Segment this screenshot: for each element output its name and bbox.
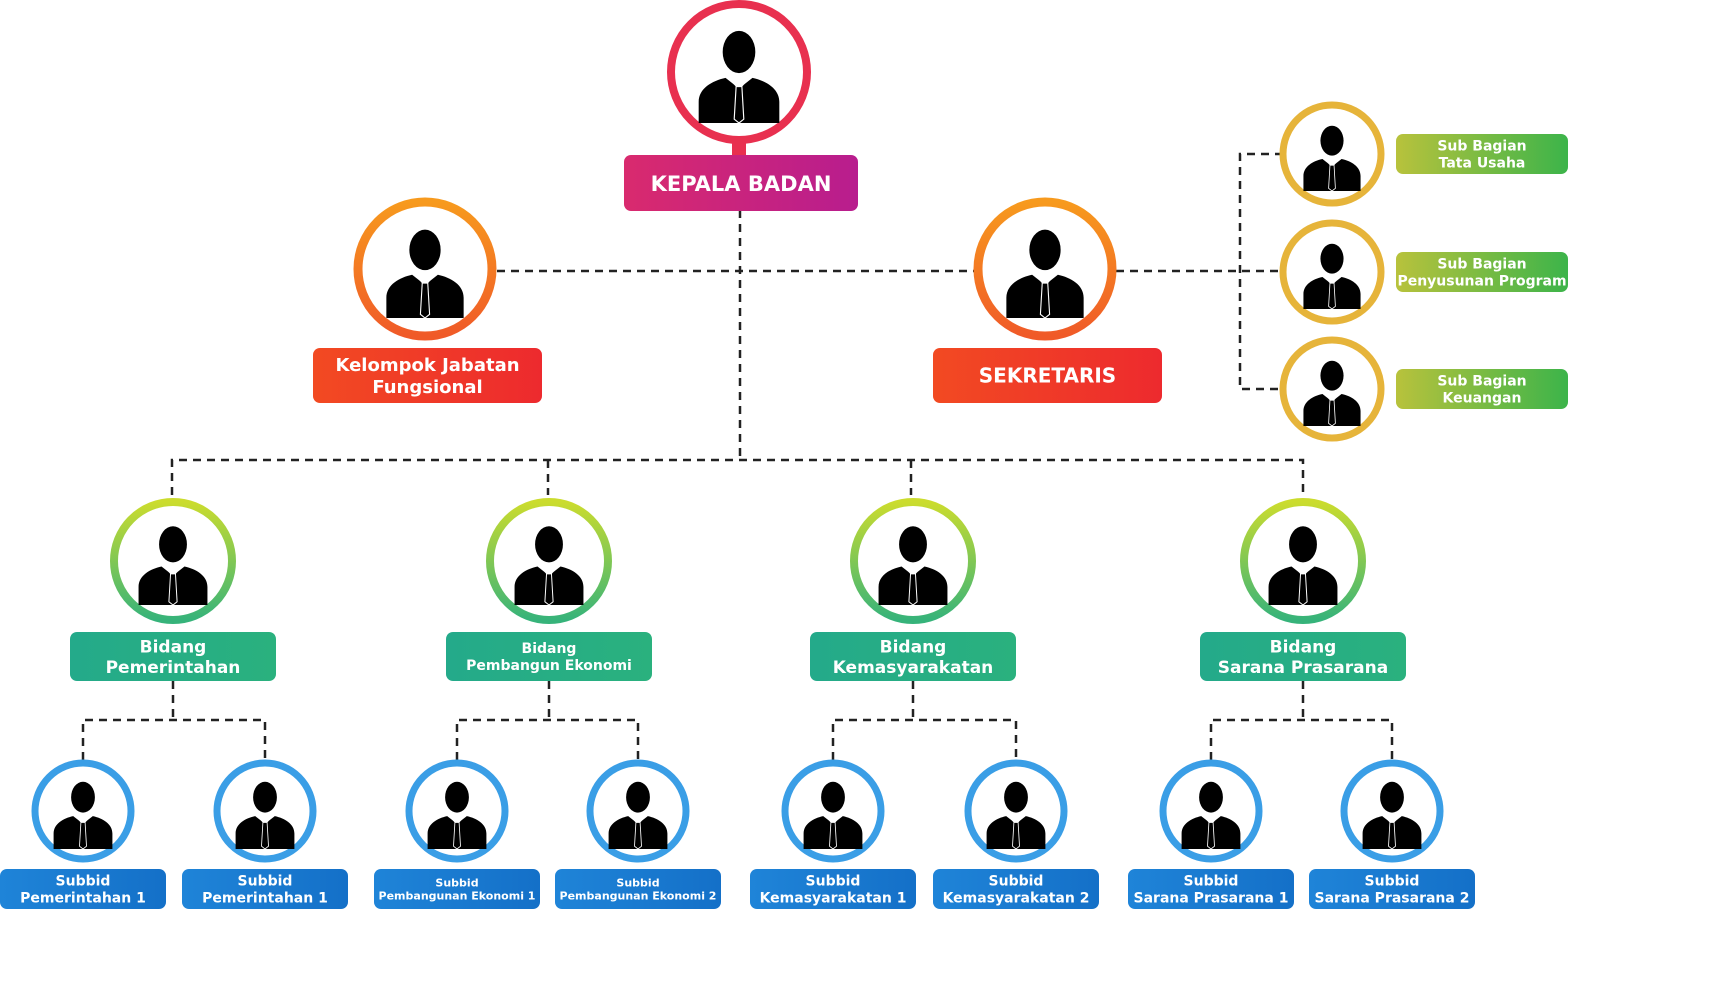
division-label-box [446, 632, 652, 681]
sub-label-box [1396, 134, 1568, 174]
sub-label-text: Sub Bagian [1437, 257, 1526, 273]
connector-line [1238, 152, 1283, 391]
unit-label-text: Sarana Prasarana 1 [1134, 890, 1289, 906]
unit-label-text: Subbid [435, 876, 478, 889]
unit-label-box [933, 869, 1099, 909]
division-label-text: Bidang [522, 641, 577, 657]
unit-label-box [182, 869, 348, 909]
sub-label-text: Penyusunan Program [1397, 273, 1566, 289]
division-label-text: Bidang [880, 637, 947, 657]
division-label-text: Bidang [140, 637, 207, 657]
unit-label-text: Pembangunan Ekonomi 1 [379, 890, 536, 903]
functional-label-box [313, 348, 542, 403]
division-label-text: Pembangun Ekonomi [466, 658, 632, 674]
sub-label-box [1396, 252, 1568, 292]
connector-lines [81, 152, 1394, 760]
unit-label-box [1309, 869, 1475, 909]
unit-label-text: Sarana Prasarana 2 [1315, 890, 1470, 906]
functional-label-text: Kelompok Jabatan [335, 355, 519, 376]
unit-label-box [1128, 869, 1294, 909]
secretary-label-text: SEKRETARIS [979, 364, 1116, 388]
sub-label-text: Sub Bagian [1437, 139, 1526, 155]
sub-label-text: Sub Bagian [1437, 374, 1526, 390]
head-label-text: KEPALA BADAN [651, 172, 832, 196]
unit-label-text: Kemasyarakatan 1 [760, 890, 907, 906]
unit-label-text: Pemerintahan 1 [20, 890, 146, 906]
unit-label-text: Pemerintahan 1 [202, 890, 328, 906]
sub-label-box [1396, 369, 1568, 409]
unit-label-box [555, 869, 721, 909]
unit-label-text: Subbid [1184, 874, 1239, 890]
connector-line [170, 458, 1305, 495]
division-label-text: Bidang [1270, 637, 1337, 657]
unit-label-text: Subbid [1365, 874, 1420, 890]
functional-label-text: Fungsional [372, 377, 482, 398]
secretary-label-box [933, 348, 1162, 403]
division-label-box [810, 632, 1016, 681]
unit-label-text: Subbid [238, 874, 293, 890]
division-label-text: Kemasyarakatan [833, 658, 994, 678]
connector-line [1209, 718, 1394, 760]
unit-label-text: Kemasyarakatan 2 [943, 890, 1090, 906]
node-sekretaris: SEKRETARIS [933, 197, 1162, 403]
connector-line [455, 718, 640, 760]
sub-label-text: Keuangan [1443, 390, 1522, 406]
unit-label-text: Subbid [989, 874, 1044, 890]
sub-label-text: Tata Usaha [1439, 155, 1526, 171]
head-label-box [624, 155, 858, 211]
unit-label-text: Pembangunan Ekonomi 2 [560, 890, 717, 903]
division-label-text: Sarana Prasarana [1218, 658, 1388, 678]
connector-line [831, 718, 1018, 760]
unit-label-text: Subbid [616, 876, 659, 889]
unit-label-box [0, 869, 166, 909]
division-label-box [1200, 632, 1406, 681]
node-kepala-badan: KEPALA BADAN [624, 0, 858, 211]
division-label-box [70, 632, 276, 681]
unit-label-text: Subbid [806, 874, 861, 890]
unit-label-box [374, 869, 540, 909]
unit-label-box [750, 869, 916, 909]
connector-line [81, 718, 267, 760]
head-connector-tab [732, 140, 746, 158]
unit-label-text: Subbid [56, 874, 111, 890]
division-label-text: Pemerintahan [106, 658, 241, 678]
